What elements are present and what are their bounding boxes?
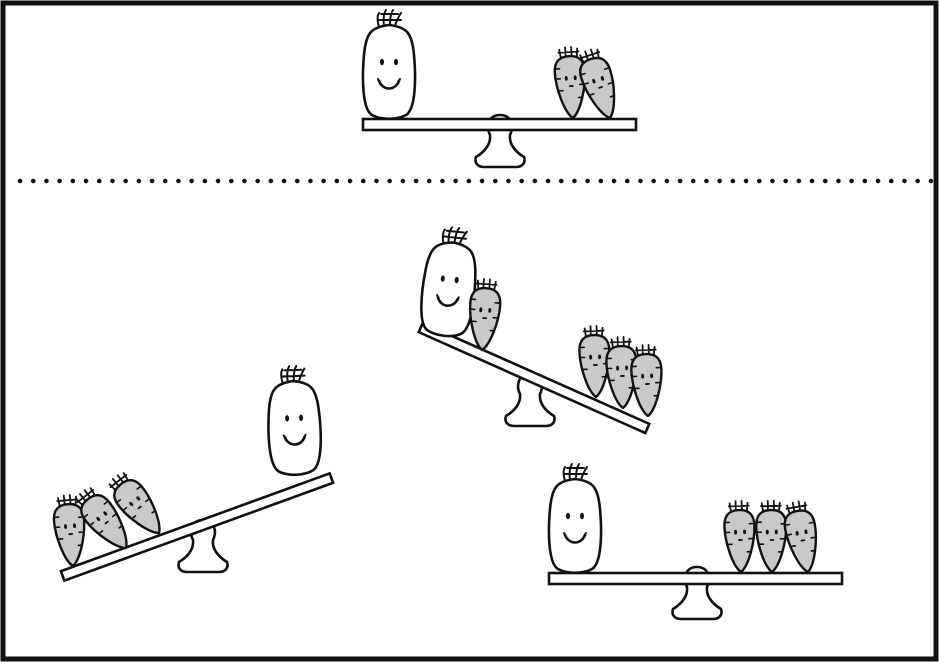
seesaw-plank	[549, 573, 842, 584]
outer-frame	[3, 3, 936, 659]
seesaw-plank	[363, 119, 636, 130]
